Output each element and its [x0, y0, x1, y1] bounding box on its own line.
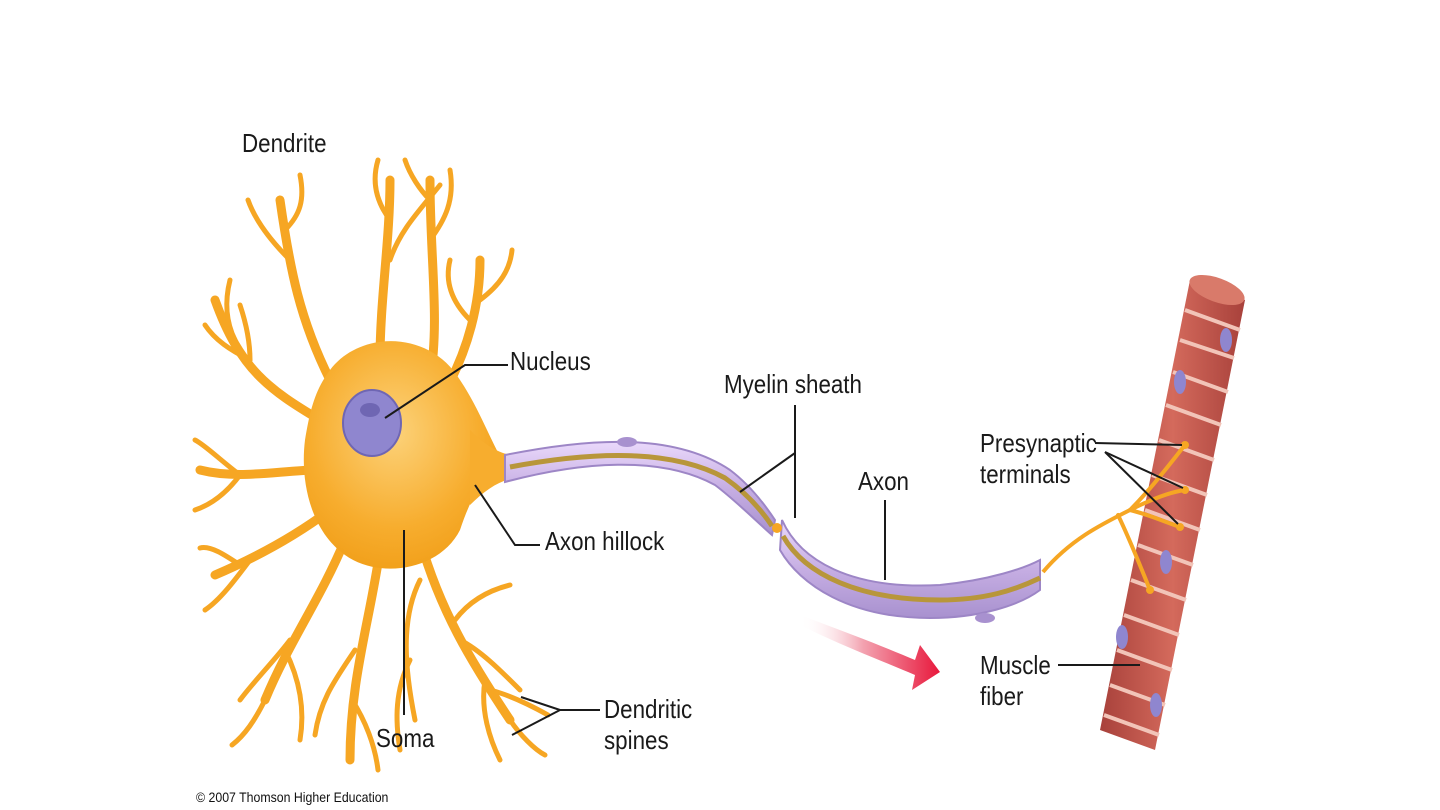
label-soma: Soma — [376, 723, 435, 753]
label-spines-line-1: Dendritic — [604, 694, 693, 724]
nucleus-shape — [342, 389, 402, 457]
leader-spines-bottom — [511, 709, 561, 736]
leader-presynaptic-top — [1094, 442, 1183, 446]
label-axon: Axon — [858, 466, 909, 496]
leader-lines — [384, 364, 1184, 736]
axon-hillock-shape — [470, 430, 515, 505]
leader-axon-hillock — [474, 484, 540, 546]
label-muscle-line-1: Muscle — [980, 650, 1051, 680]
nucleolus-shape — [360, 403, 380, 417]
label-spines-line-2: spines — [604, 725, 669, 755]
label-presynaptic-line-2: terminals — [980, 459, 1071, 489]
dendrites — [192, 157, 551, 773]
muscle-nuclei — [1116, 328, 1232, 717]
label-nucleus: Nucleus — [510, 346, 591, 376]
muscle-fiber-body — [1100, 280, 1245, 750]
muscle-fiber — [1100, 274, 1245, 750]
signal-direction-arrow — [800, 615, 940, 690]
schwann-nucleus-2 — [975, 613, 995, 623]
label-myelin-sheath: Myelin sheath — [724, 369, 862, 399]
leader-presynaptic-a — [1104, 451, 1184, 489]
label-muscle-fiber: Muscle fiber — [980, 650, 1051, 712]
label-muscle-line-2: fiber — [980, 681, 1024, 711]
label-dendrite: Dendrite — [242, 128, 327, 158]
axon — [504, 437, 1131, 623]
muscle-fiber-top — [1189, 274, 1245, 306]
axon-terminal-stem — [1041, 508, 1131, 574]
schwann-nucleus-1 — [617, 437, 637, 447]
terminal-boutons — [1146, 441, 1189, 594]
leader-presynaptic-b — [1104, 451, 1179, 525]
label-presynaptic-line-1: Presynaptic — [980, 428, 1097, 458]
label-presynaptic-terminals: Presynaptic terminals — [980, 428, 1097, 490]
axon-core-2 — [780, 534, 1042, 603]
leader-nucleus — [384, 364, 508, 419]
myelin-segment-2 — [778, 519, 1041, 620]
copyright-notice: © 2007 Thomson Higher Education — [196, 789, 389, 805]
axon-core-1 — [509, 453, 775, 528]
node-of-ranvier — [772, 523, 782, 533]
leader-myelin-left — [739, 452, 796, 493]
label-axon-hillock: Axon hillock — [545, 526, 665, 556]
label-dendritic-spines: Dendritic spines — [604, 694, 692, 756]
